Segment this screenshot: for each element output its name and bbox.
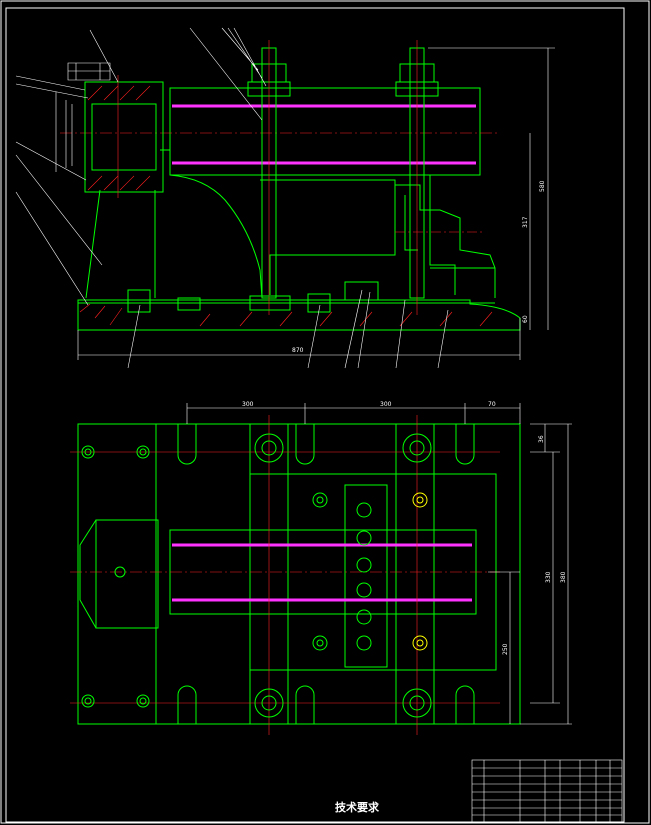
top-center-strip	[344, 484, 388, 668]
base-hatch	[79, 303, 493, 327]
u-slots-top	[177, 424, 475, 465]
top-housing	[95, 519, 159, 629]
tolerance-frame	[67, 62, 111, 81]
front-view	[15, 27, 555, 369]
sheet-inner-border	[5, 7, 625, 823]
dim-overall-width: 870	[292, 347, 304, 354]
title-block	[471, 759, 623, 823]
dim-top-right-big: 380	[560, 571, 567, 583]
top-left-block	[77, 423, 157, 725]
dimension-texts: 870 580 317 60 300 300 70 36 330 380 250	[242, 180, 567, 655]
dim-top-right-mid: 330	[545, 571, 552, 583]
bore-dims	[55, 92, 73, 172]
bushing-bore	[91, 103, 157, 171]
upper-housing	[169, 87, 481, 176]
part-leaders	[15, 27, 449, 369]
base-plate	[77, 299, 521, 331]
technical-requirements-title: 技术要求	[335, 801, 379, 814]
accent-holes	[412, 492, 428, 651]
top-clamp-right	[395, 423, 435, 725]
u-slots-bottom	[177, 685, 475, 724]
bolt-holes	[81, 433, 432, 718]
top-dim-lines	[186, 403, 572, 725]
dim-top-right-low: 250	[502, 643, 509, 655]
bushing-block	[84, 81, 164, 193]
top-view	[70, 403, 572, 735]
top-housing-flare	[79, 519, 97, 629]
dim-top-seg3: 70	[488, 401, 496, 408]
top-outline	[77, 423, 521, 725]
interior-detail	[404, 175, 456, 295]
dim-top-seg2: 300	[380, 401, 392, 408]
base-fittings	[127, 281, 379, 313]
bushing-hatch	[87, 85, 151, 191]
dim-height-total: 580	[539, 180, 546, 192]
bracket-body	[85, 149, 263, 299]
dim-top-seg1: 300	[242, 401, 254, 408]
dim-top-right-small: 36	[538, 435, 545, 443]
dim-height-base: 60	[522, 315, 529, 323]
interior-block	[260, 179, 496, 298]
dim-height-mid: 317	[522, 216, 529, 228]
